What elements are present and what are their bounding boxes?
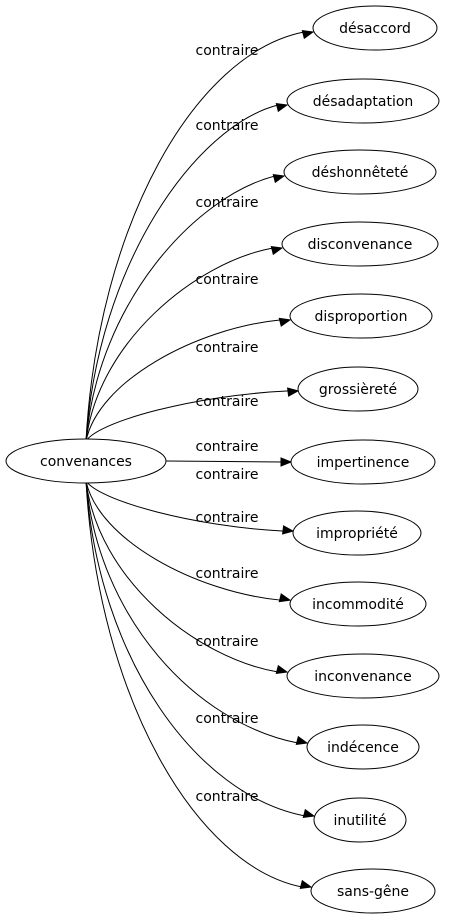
target-node-ellipse (306, 724, 420, 770)
target-node[interactable]: indécence (306, 724, 420, 770)
edge-label: contraire (196, 340, 259, 356)
target-node[interactable]: désaccord (312, 5, 438, 51)
target-node-label: indécence (327, 740, 399, 756)
target-node-ellipse (289, 293, 433, 339)
target-node-ellipse (313, 797, 407, 843)
target-node[interactable]: impropriété (292, 510, 422, 556)
target-node-ellipse (281, 221, 439, 267)
edge-line (85, 247, 274, 442)
edge-line (165, 460, 283, 463)
target-node-label: inutilité (334, 813, 387, 829)
target-node[interactable]: inconvenance (286, 653, 440, 699)
target-node-ellipse (290, 439, 436, 485)
edge-label: contraire (196, 439, 259, 455)
edge-label: contraire (196, 118, 259, 134)
edge-line (85, 480, 282, 601)
target-node-label: impropriété (316, 526, 398, 542)
nodes-layer: convenances désaccord désadaptation déshonn… (5, 5, 440, 914)
edge-arrow (275, 664, 289, 674)
edge-label: contraire (196, 566, 259, 582)
edge-label: contraire (196, 467, 259, 483)
edge-arrow (278, 317, 292, 327)
edge-line (85, 480, 285, 532)
edge-line (85, 104, 279, 442)
target-node-label: grossièreté (319, 382, 397, 398)
edge-arrow (295, 735, 309, 745)
edge-arrow (270, 246, 284, 256)
target-node-label: disproportion (315, 309, 408, 325)
target-node-label: disconvenance (308, 237, 413, 253)
edge-line (85, 480, 303, 888)
source-node-ellipse (5, 438, 167, 484)
target-node-ellipse (310, 868, 436, 914)
target-node[interactable]: désadaptation (286, 78, 440, 124)
edges-layer: contraire contraire contraire contraire cont… (85, 30, 316, 889)
target-node[interactable]: inutilité (313, 797, 407, 843)
target-node[interactable]: disconvenance (281, 221, 439, 267)
edge-arrow (272, 174, 286, 184)
edge-line (85, 480, 306, 817)
edge-arrow (280, 457, 293, 467)
target-node-label: inconvenance (314, 669, 411, 685)
edge-line (85, 175, 276, 442)
target-node-ellipse (283, 149, 437, 195)
edge-line (85, 480, 279, 673)
edge-line (85, 31, 305, 442)
target-node-ellipse (289, 581, 427, 627)
target-node-label: incommodité (312, 597, 404, 613)
target-node-label: désaccord (339, 21, 411, 37)
edge-line (85, 390, 290, 442)
edge-label: contraire (196, 510, 259, 526)
target-node-label: désadaptation (313, 94, 414, 110)
source-node-label: convenances (40, 454, 132, 470)
target-node[interactable]: impertinence (290, 439, 436, 485)
target-node-ellipse (286, 653, 440, 699)
edge-label: contraire (196, 394, 259, 410)
edge-line (85, 480, 299, 744)
target-node[interactable]: sans-gêne (310, 868, 436, 914)
edge-arrow (275, 103, 289, 113)
target-node[interactable]: déshonnêteté (283, 149, 437, 195)
target-node-ellipse (292, 510, 422, 556)
target-node[interactable]: disproportion (289, 293, 433, 339)
target-node-label: sans-gêne (337, 884, 409, 900)
target-node-label: impertinence (317, 455, 410, 471)
target-node-ellipse (286, 78, 440, 124)
edge-label: contraire (196, 272, 259, 288)
target-node[interactable]: incommodité (289, 581, 427, 627)
edge-arrow (278, 593, 292, 603)
edge-label: contraire (196, 634, 259, 650)
edge-arrow (302, 808, 316, 818)
target-node-label: déshonnêteté (312, 165, 409, 181)
edge-arrow (282, 525, 295, 535)
edge-label: contraire (196, 195, 259, 211)
target-node-ellipse (312, 5, 438, 51)
edge-line (85, 319, 282, 442)
edge-label: contraire (196, 711, 259, 727)
edge-arrow (301, 30, 315, 40)
edge-label: contraire (196, 789, 259, 805)
edge-arrow (287, 387, 300, 397)
target-node[interactable]: grossièreté (297, 366, 419, 412)
target-node-ellipse (297, 366, 419, 412)
edge-label: contraire (196, 43, 259, 59)
source-node[interactable]: convenances (5, 438, 167, 484)
edge-arrow (299, 879, 313, 889)
